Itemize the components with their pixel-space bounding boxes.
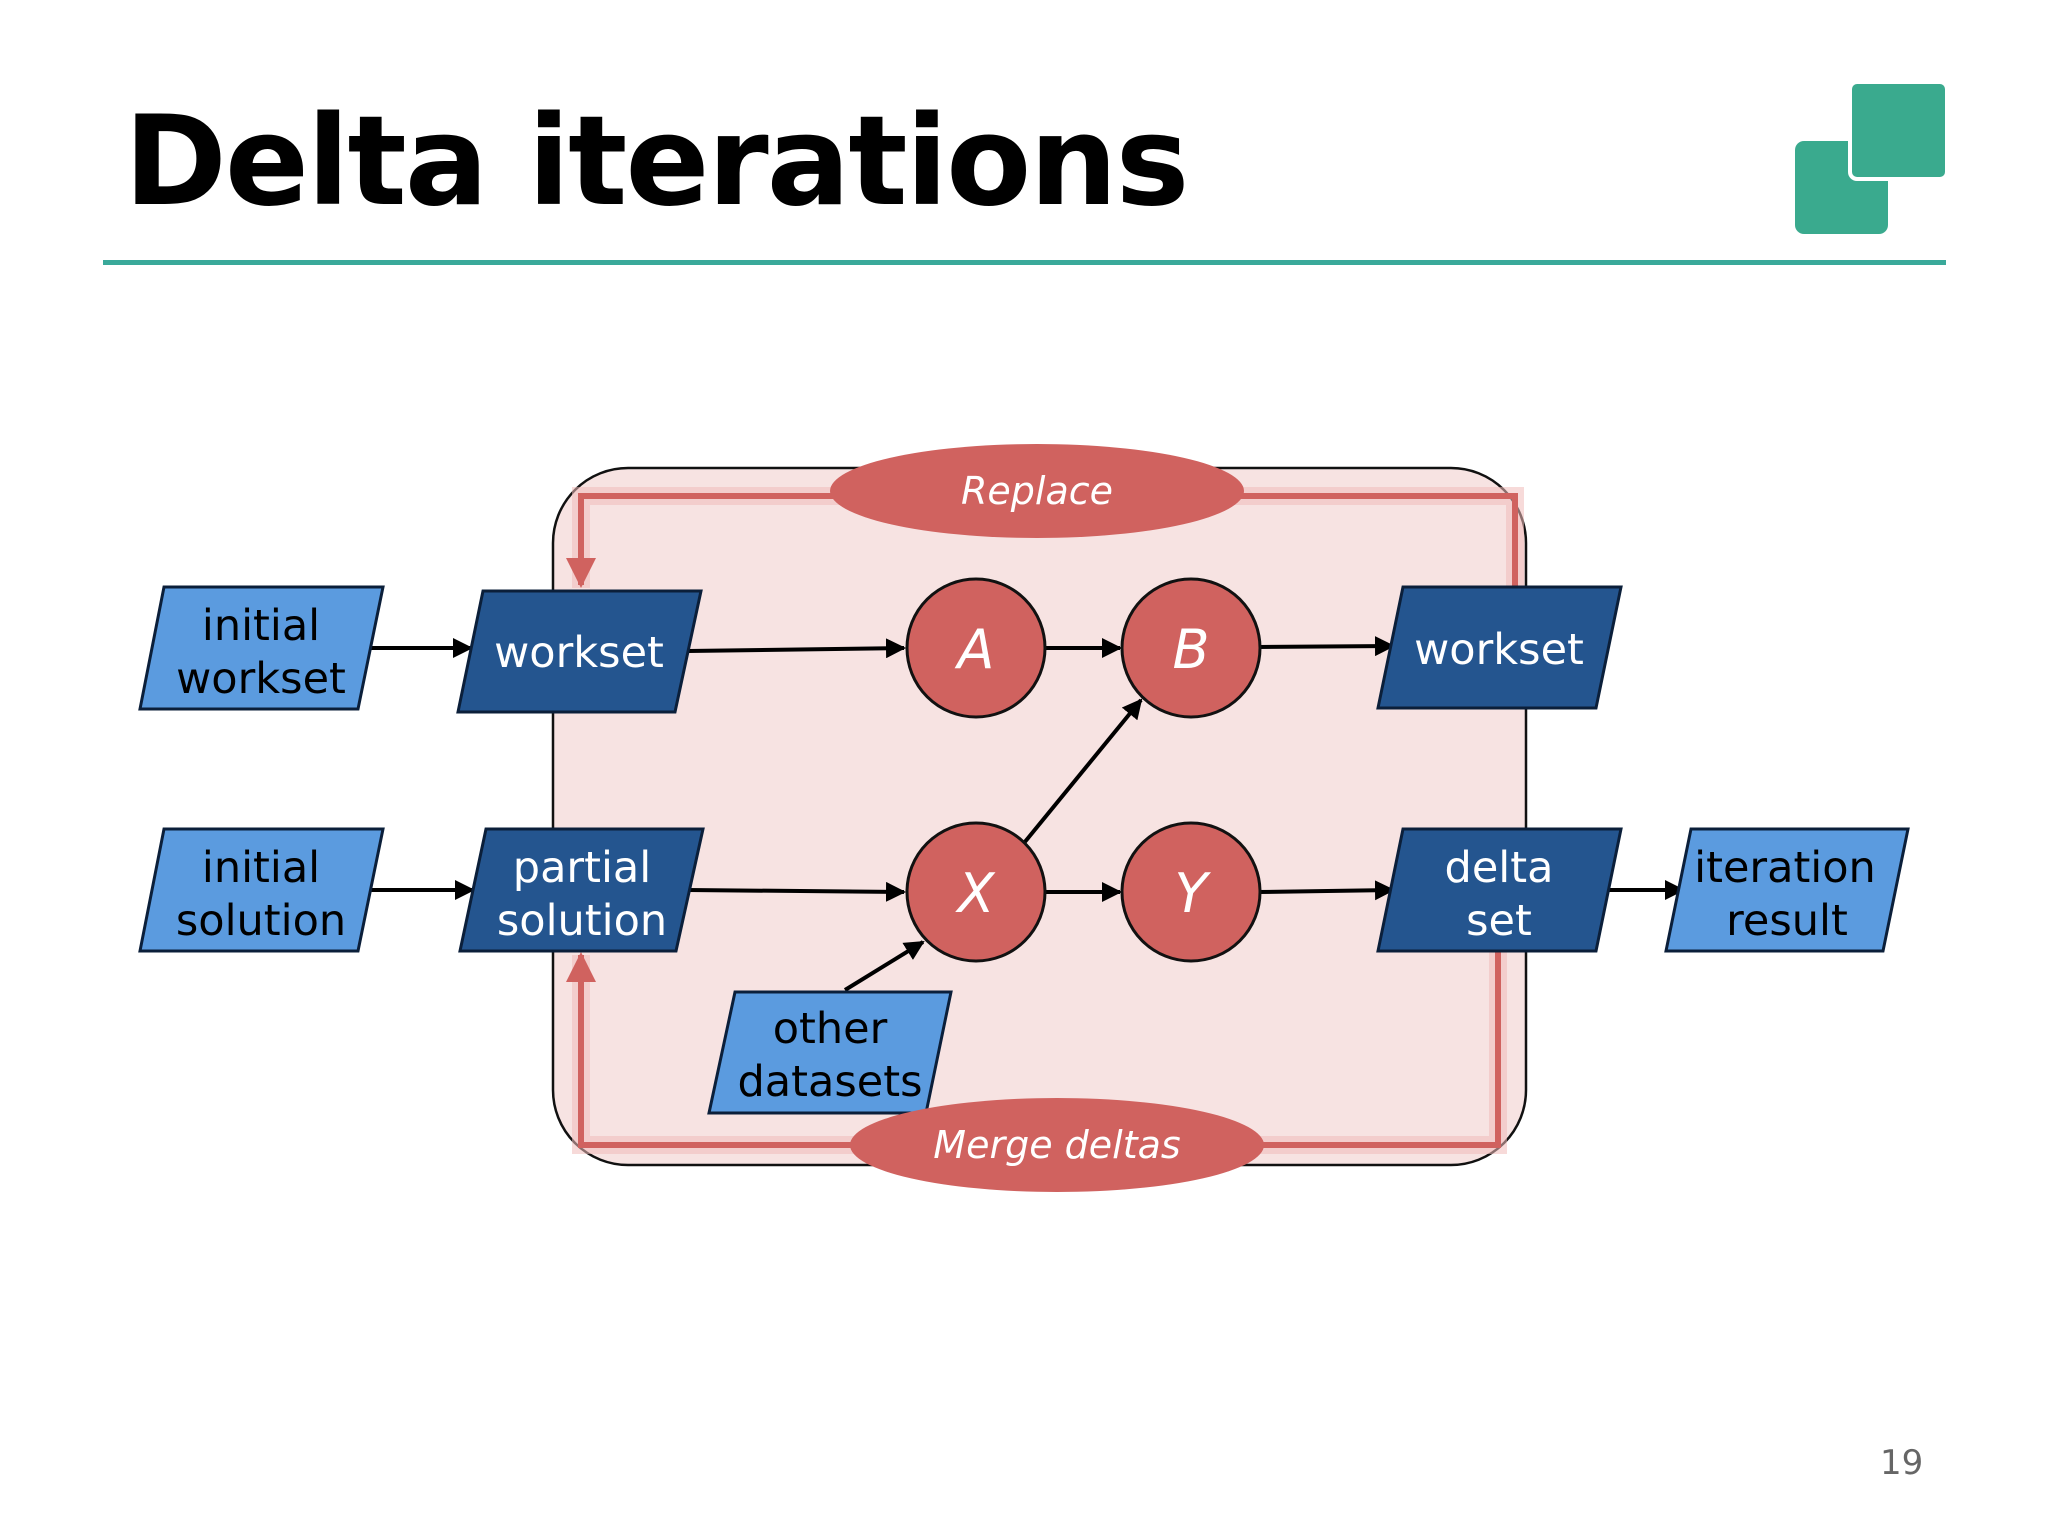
label-line: solution	[176, 896, 346, 946]
node-initial-workset: initial workset	[138, 585, 385, 711]
logo-square-front	[1848, 80, 1949, 181]
edge-B-to-workset	[1258, 636, 1395, 657]
operator-Y: Y	[1120, 821, 1262, 963]
node-iteration-result: iteration result	[1664, 827, 1910, 953]
label-line: solution	[497, 896, 667, 946]
node-workset-out: workset	[1376, 585, 1623, 710]
node-other-datasets: other datasets	[707, 990, 953, 1115]
operator-label: A	[955, 618, 995, 681]
edge-Y-to-delta	[1258, 880, 1395, 901]
replace-text: Replace	[961, 469, 1113, 513]
node-initial-solution: initial solution	[138, 827, 385, 953]
label-line: initial	[202, 843, 320, 893]
operator-label: B	[1172, 618, 1209, 681]
edge-X-to-B	[1022, 698, 1143, 845]
operator-A: A	[905, 577, 1047, 719]
edge-partial-to-X	[687, 881, 906, 902]
title-divider	[103, 260, 1946, 265]
label-line: other	[773, 1004, 888, 1054]
label-line: set	[1466, 896, 1532, 946]
node-delta-set: delta set	[1376, 827, 1623, 953]
label-line: result	[1726, 896, 1848, 946]
operator-B: B	[1120, 577, 1262, 719]
edge-workset-to-A	[687, 638, 906, 659]
operator-label: X	[955, 862, 996, 925]
logo-icon	[1795, 80, 1949, 236]
label-line: workset	[1414, 625, 1584, 675]
label-line: iteration	[1694, 843, 1876, 893]
node-workset-in: workset	[456, 589, 703, 714]
iteration-region	[551, 466, 1528, 1167]
node-partial-solution: partial solution	[458, 827, 705, 953]
label-line: datasets	[738, 1057, 923, 1107]
label-line: workset	[494, 628, 664, 678]
label-line: initial	[202, 601, 320, 651]
operator-label: Y	[1175, 862, 1212, 925]
page-number: 19	[1880, 1443, 1924, 1483]
merge-deltas-text: Merge deltas	[933, 1123, 1180, 1167]
merge-deltas-label: Merge deltas	[850, 1098, 1264, 1192]
edges	[370, 636, 1685, 992]
replace-label: Replace	[830, 444, 1244, 538]
label-line: workset	[176, 654, 346, 704]
edge-other-to-X	[843, 940, 925, 992]
label-line: partial	[513, 843, 651, 893]
slide-title: Delta iterations	[124, 90, 1189, 234]
label-line: delta	[1445, 843, 1554, 893]
operator-X: X	[905, 821, 1047, 963]
